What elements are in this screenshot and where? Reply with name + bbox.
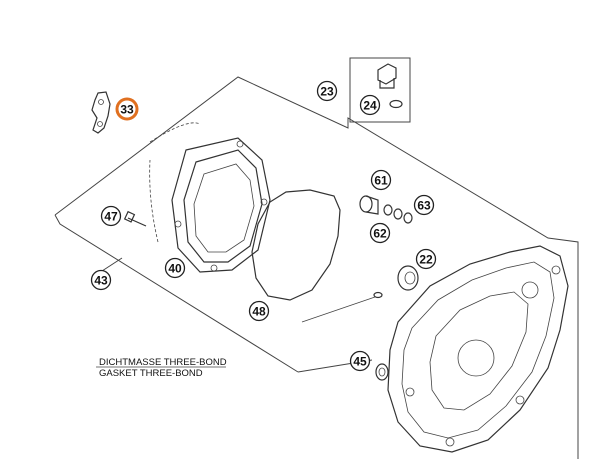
seal-arc [149,122,201,243]
small-oring [373,291,383,299]
callout-40: 40 [164,257,186,279]
svg-text:47: 47 [104,210,118,224]
callout-47: 47 [100,205,122,227]
sealant-note: DICHTMASSE THREE-BOND GASKET THREE-BOND [96,357,227,379]
clutch-cover-part-40 [171,137,271,273]
callout-43: 43 [90,269,112,291]
callout-61: 61 [370,169,392,191]
note-line-2: GASKET THREE-BOND [99,368,203,379]
bolt-part-47 [123,210,147,227]
plug-part-23 [377,63,397,89]
oring-part-24 [389,99,403,109]
svg-text:33: 33 [120,103,134,117]
gasket-part-48 [251,189,341,301]
assembly-frame [54,76,579,459]
callout-24: 24 [359,94,381,116]
crankcase-cover [387,245,569,453]
callout-23: 23 [316,80,338,102]
leader-43 [101,257,123,272]
callout-33: 33 [115,97,139,121]
inset-box [349,57,411,123]
bearing-part-22 [397,265,419,291]
svg-text:40: 40 [168,262,182,276]
svg-text:62: 62 [373,227,387,241]
svg-text:61: 61 [374,174,388,188]
svg-text:22: 22 [419,253,433,267]
bracket-part-33 [91,91,111,134]
callout-63: 63 [413,194,435,216]
callout-22: 22 [415,248,437,270]
svg-text:43: 43 [94,274,108,288]
leader-oring [301,296,376,323]
shaft-part-61 [359,195,379,215]
svg-text:63: 63 [417,199,431,213]
svg-text:45: 45 [353,355,367,369]
callout-45: 45 [349,350,371,372]
washers-part-62-63 [383,204,413,224]
svg-text:48: 48 [252,305,266,319]
svg-text:23: 23 [320,85,334,99]
note-line-1: DICHTMASSE THREE-BOND [99,357,227,368]
callout-62: 62 [369,222,391,244]
callout-48: 48 [248,300,270,322]
seal-part-45 [375,363,389,381]
svg-text:24: 24 [363,99,377,113]
